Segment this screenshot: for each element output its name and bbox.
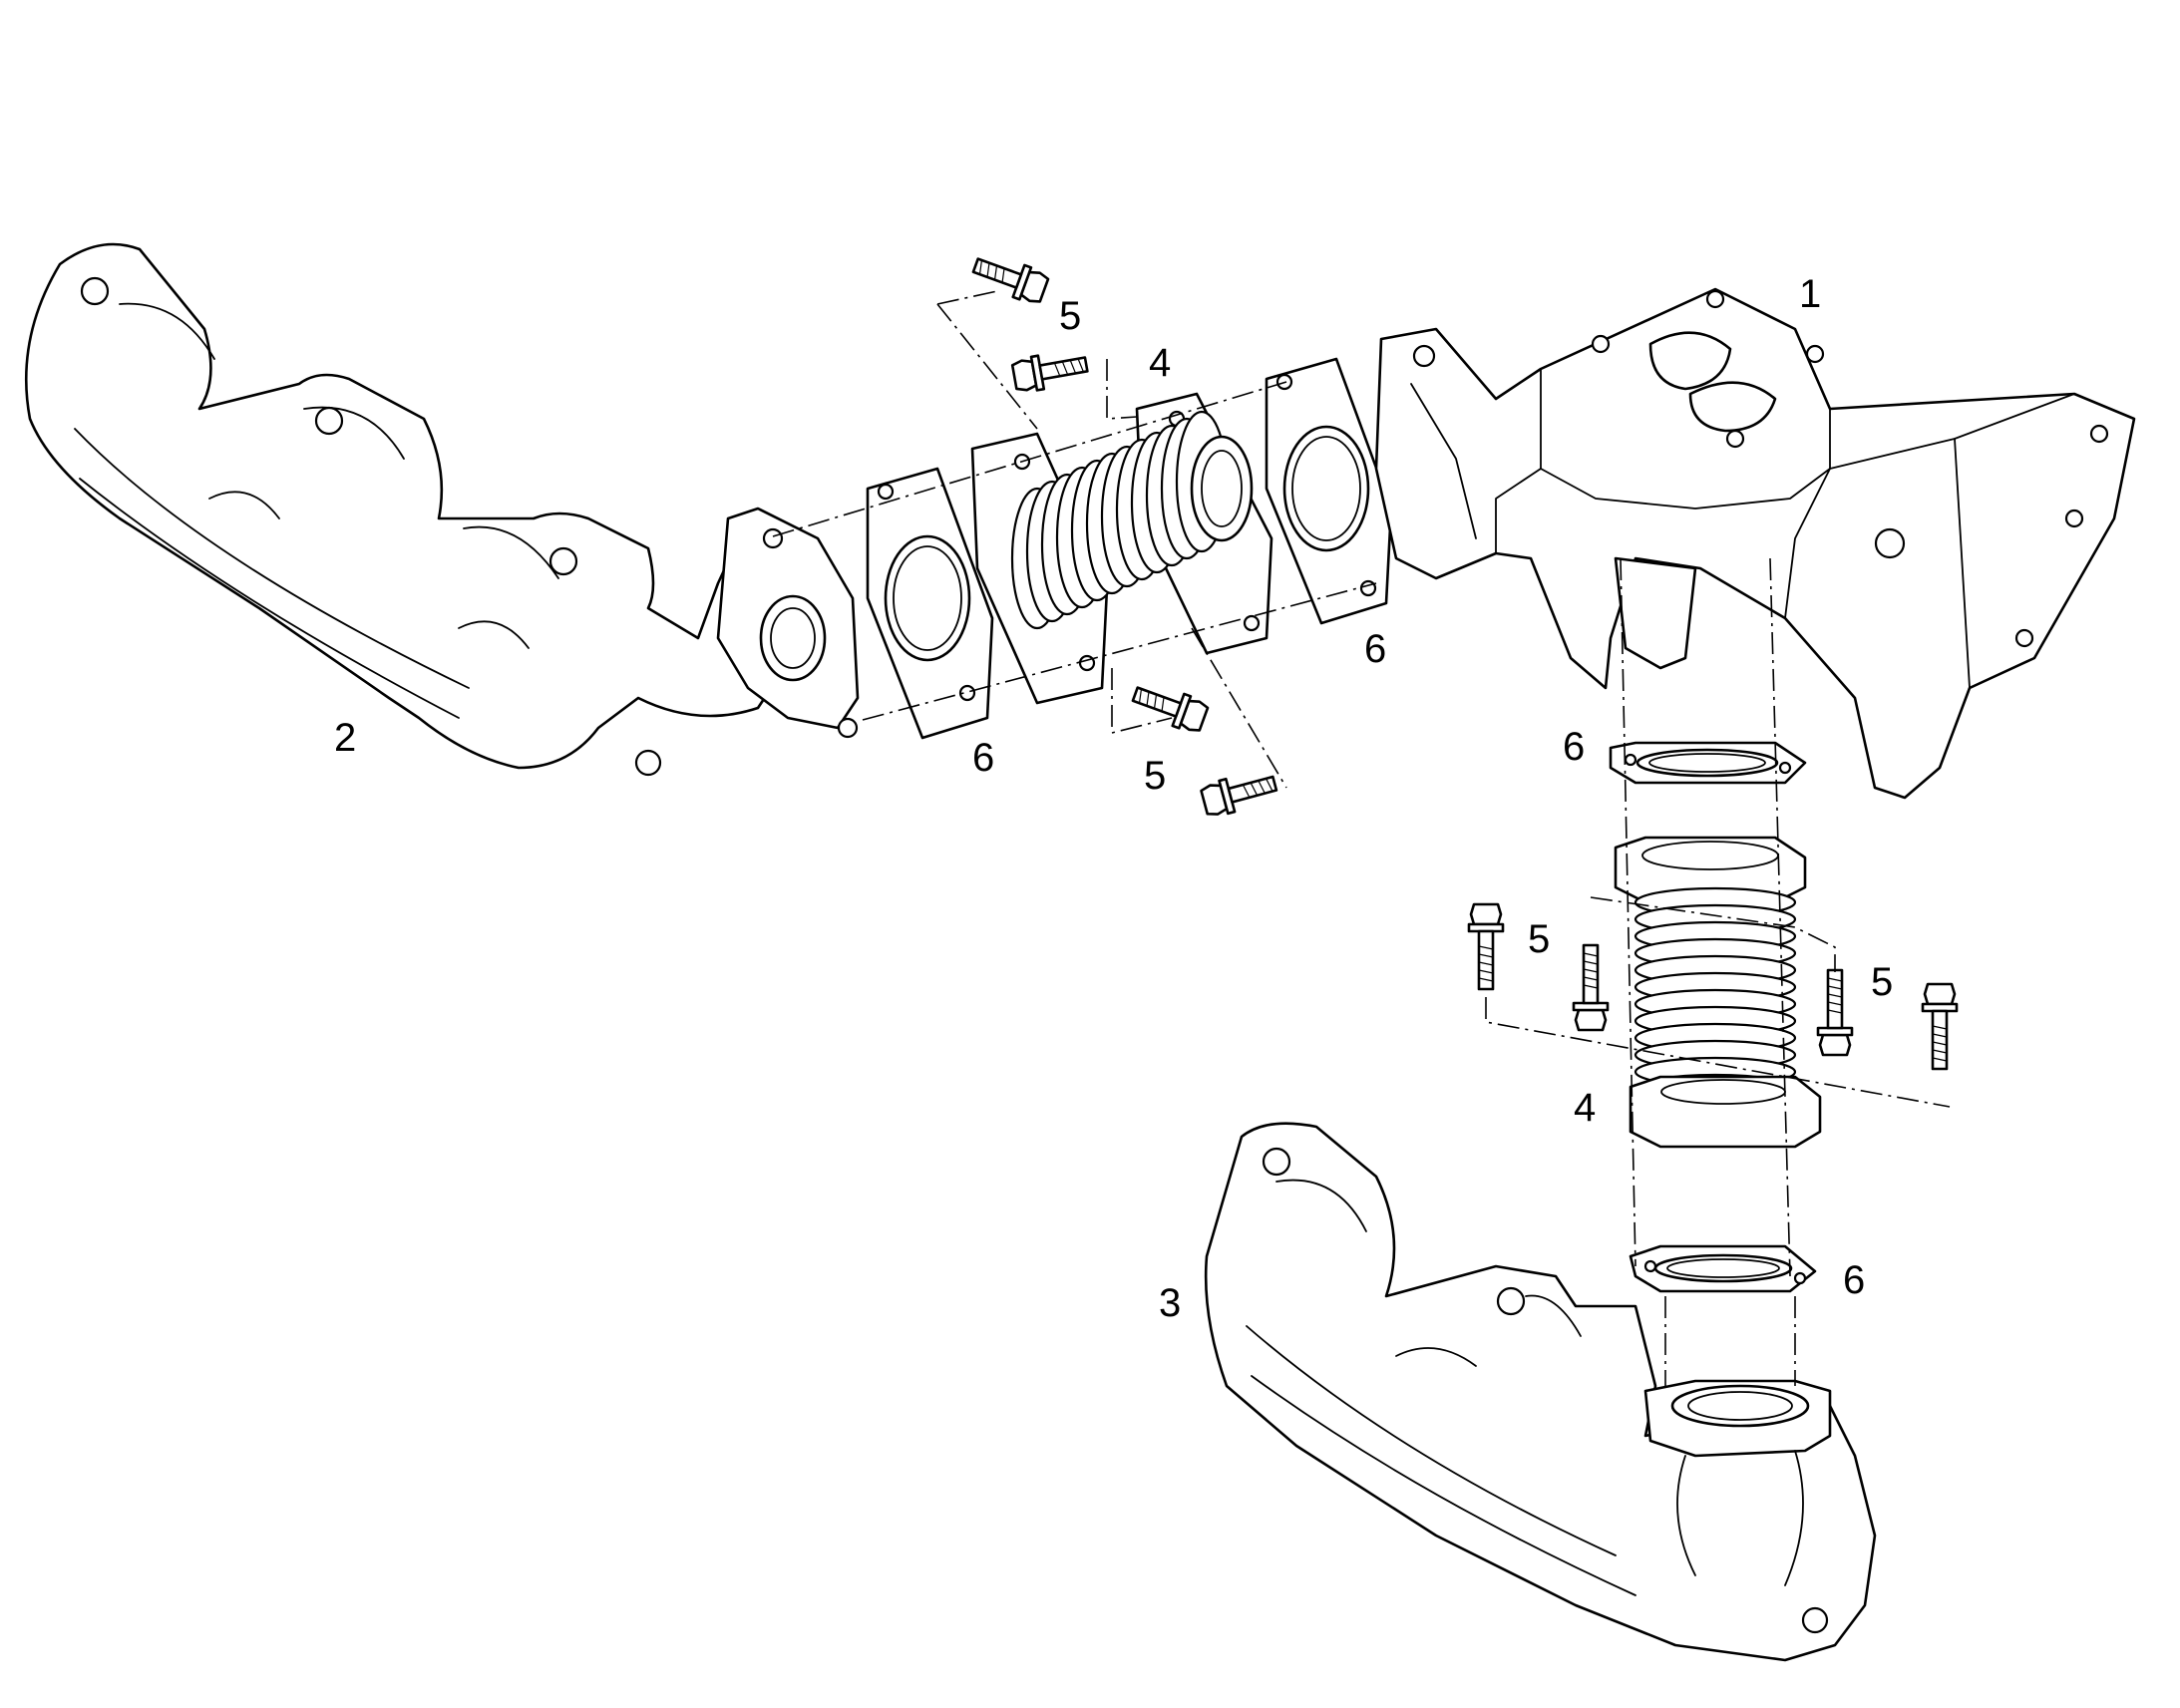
gasket-right xyxy=(1265,357,1393,625)
callout-1: 1 xyxy=(1799,272,1821,316)
callout-5-right-lower: 5 xyxy=(1871,960,1893,1004)
bolt-top-1 xyxy=(968,247,1052,308)
gasket-left xyxy=(866,467,994,740)
bolt-lower-3 xyxy=(1816,968,1854,1057)
callout-labels: 1 2 3 4 4 5 5 5 5 6 6 6 6 xyxy=(334,272,1893,1325)
bolt-lower-1 xyxy=(1467,902,1505,991)
turbo-mounting-pedestal xyxy=(1374,287,2136,800)
exhaust-manifold-lower xyxy=(1204,1122,1877,1662)
bellows-connector-horizontal xyxy=(970,392,1273,705)
bolt-lower-2 xyxy=(1572,943,1610,1032)
callout-5-mid: 5 xyxy=(1144,754,1166,798)
callout-4-top: 4 xyxy=(1149,341,1171,385)
callout-6-lower-vertical: 6 xyxy=(1843,1258,1865,1302)
gasket-vertical-upper xyxy=(1609,741,1807,785)
callout-6-upper-vertical: 6 xyxy=(1563,725,1585,769)
bolt-lower-4 xyxy=(1921,982,1959,1071)
callout-2: 2 xyxy=(334,716,356,760)
alignment-lines xyxy=(772,290,1951,1386)
callout-3: 3 xyxy=(1159,1281,1181,1325)
bolt-mid-1 xyxy=(1128,676,1212,737)
bolt-mid-2 xyxy=(1198,766,1280,821)
gasket-vertical-lower xyxy=(1629,1244,1817,1293)
callout-4-bottom: 4 xyxy=(1574,1086,1596,1130)
callout-6-right: 6 xyxy=(1364,627,1386,671)
callout-6-left: 6 xyxy=(972,736,994,780)
bellows-connector-vertical xyxy=(1614,836,1822,1149)
bolt-top-2 xyxy=(1010,346,1091,396)
callout-5-top: 5 xyxy=(1059,294,1081,338)
exhaust-manifold-left xyxy=(24,242,860,777)
callout-5-left-lower: 5 xyxy=(1528,917,1550,961)
